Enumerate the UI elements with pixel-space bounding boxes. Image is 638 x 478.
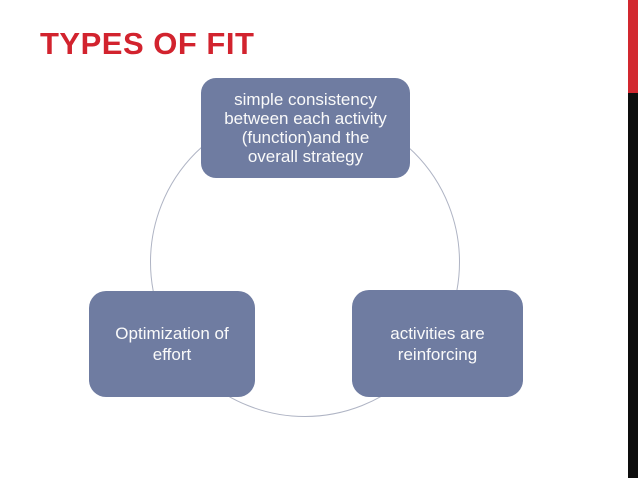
diagram-node-bottom-right-label: activities are reinforcing — [390, 323, 485, 364]
diagram-node-bottom-left-label: Optimization of effort — [115, 324, 229, 364]
diagram-node-bottom-left: Optimization of effort — [89, 291, 255, 397]
slide-title: TYPES OF FIT — [40, 26, 255, 61]
diagram-node-top-label: simple consistency between each activity… — [224, 90, 387, 166]
slide-edge-black-bar — [628, 93, 638, 478]
diagram-node-bottom-right: activities are reinforcing — [352, 290, 523, 397]
slide-edge-red-bar — [628, 0, 638, 93]
diagram-node-top: simple consistency between each activity… — [201, 78, 410, 178]
